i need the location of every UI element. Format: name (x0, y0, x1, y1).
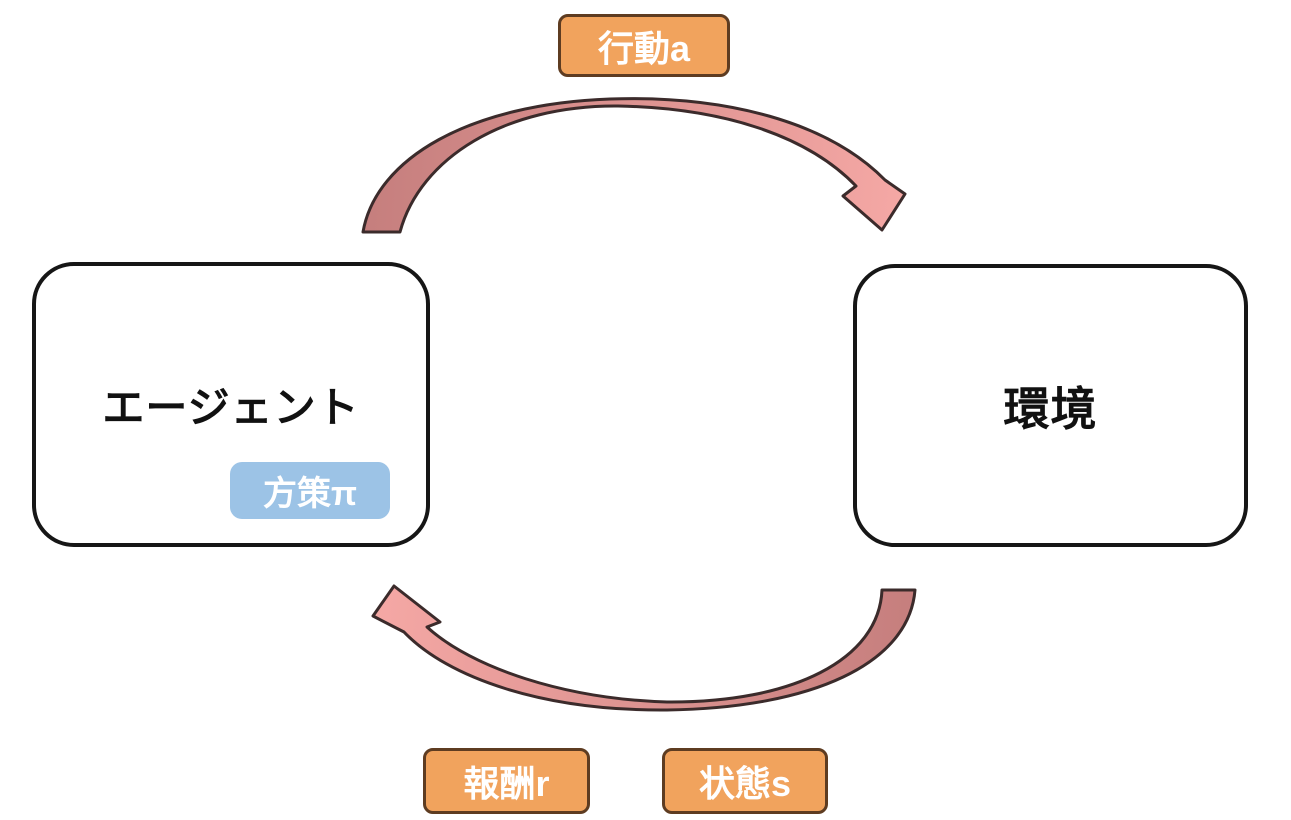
feedback-arrow (371, 584, 917, 712)
reward-label-text: 報酬r (463, 763, 550, 804)
action-arrow (361, 97, 907, 234)
state-label-text: 状態s (698, 763, 792, 804)
reward-label: 報酬r (423, 748, 590, 814)
action-label: 行動a (558, 14, 730, 77)
agent-box: エージェント 方策π (32, 262, 430, 547)
environment-box: 環境 (853, 264, 1248, 547)
state-label: 状態s (662, 748, 828, 814)
policy-label: 方策π (262, 475, 358, 513)
action-label-text: 行動a (597, 27, 691, 69)
policy-badge: 方策π (230, 462, 390, 519)
environment-label: 環境 (1003, 382, 1098, 435)
agent-label: エージェント (102, 384, 360, 431)
